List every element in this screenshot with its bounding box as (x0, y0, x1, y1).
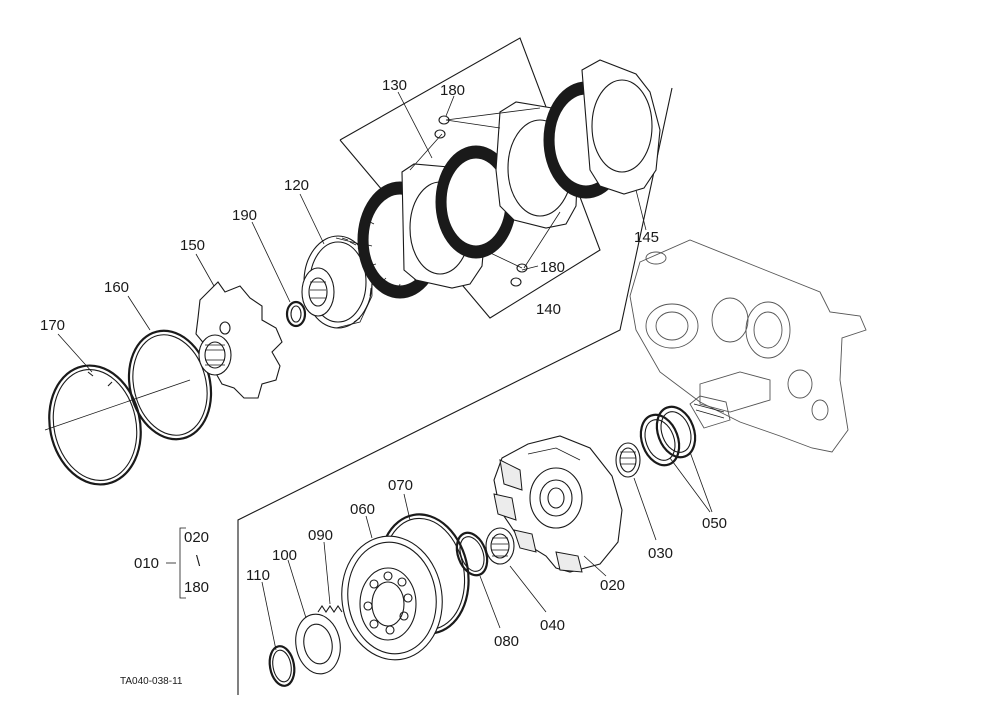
leader-lines (57, 91, 713, 651)
callout-145: 145 (634, 229, 659, 246)
callout-100: 100 (272, 547, 297, 564)
callout-090: 090 (308, 527, 333, 544)
snap-ring-110 (268, 645, 296, 687)
assembly-range-separator: \ (196, 553, 201, 570)
callout-080: 080 (494, 633, 519, 650)
spring-090 (317, 605, 343, 613)
transmission-housing (629, 239, 867, 453)
callout-180-bottom: 180 (540, 259, 565, 276)
callout-110: 110 (246, 567, 270, 584)
hub-plate-150 (195, 281, 283, 399)
callout-labels: 170 160 150 190 120 130 180 180 140 145 … (40, 77, 727, 650)
seal-rings-050 (639, 405, 697, 467)
ring-160 (127, 329, 213, 441)
o-ring-080 (455, 531, 489, 577)
callout-070: 070 (388, 477, 413, 494)
callout-050: 050 (702, 515, 727, 532)
callout-160: 160 (104, 279, 129, 296)
spring-retainer-100 (295, 613, 341, 675)
assembly-parent-label: 010 (134, 555, 159, 572)
callout-150: 150 (180, 237, 205, 254)
callout-180-top: 180 (440, 82, 465, 99)
piston-springs (363, 571, 413, 635)
pins-180 (409, 107, 561, 287)
small-ring-190 (285, 300, 307, 328)
snap-ring-170 (44, 364, 191, 486)
needle-bearing-030 (615, 442, 641, 478)
gear-hub-120 (301, 235, 373, 329)
assembly-range-start: 020 (184, 529, 209, 546)
callout-170: 170 (40, 317, 65, 334)
callout-030: 030 (648, 545, 673, 562)
steel-plate-c (581, 59, 661, 195)
callout-190: 190 (232, 207, 257, 224)
clutch-drum-020 (493, 435, 623, 573)
assembly-range-end: 180 (184, 579, 209, 596)
callout-060: 060 (350, 501, 375, 518)
callout-020: 020 (600, 577, 625, 594)
callout-130: 130 (382, 77, 407, 94)
drawing-code: TA040-038-11 (120, 676, 183, 687)
bearing-040 (485, 527, 515, 565)
callout-140: 140 (536, 301, 561, 318)
callout-040: 040 (540, 617, 565, 634)
assembly-bracket-010: 010 020 \ 180 (134, 527, 209, 599)
piston-060 (341, 535, 443, 661)
callout-120: 120 (284, 177, 309, 194)
